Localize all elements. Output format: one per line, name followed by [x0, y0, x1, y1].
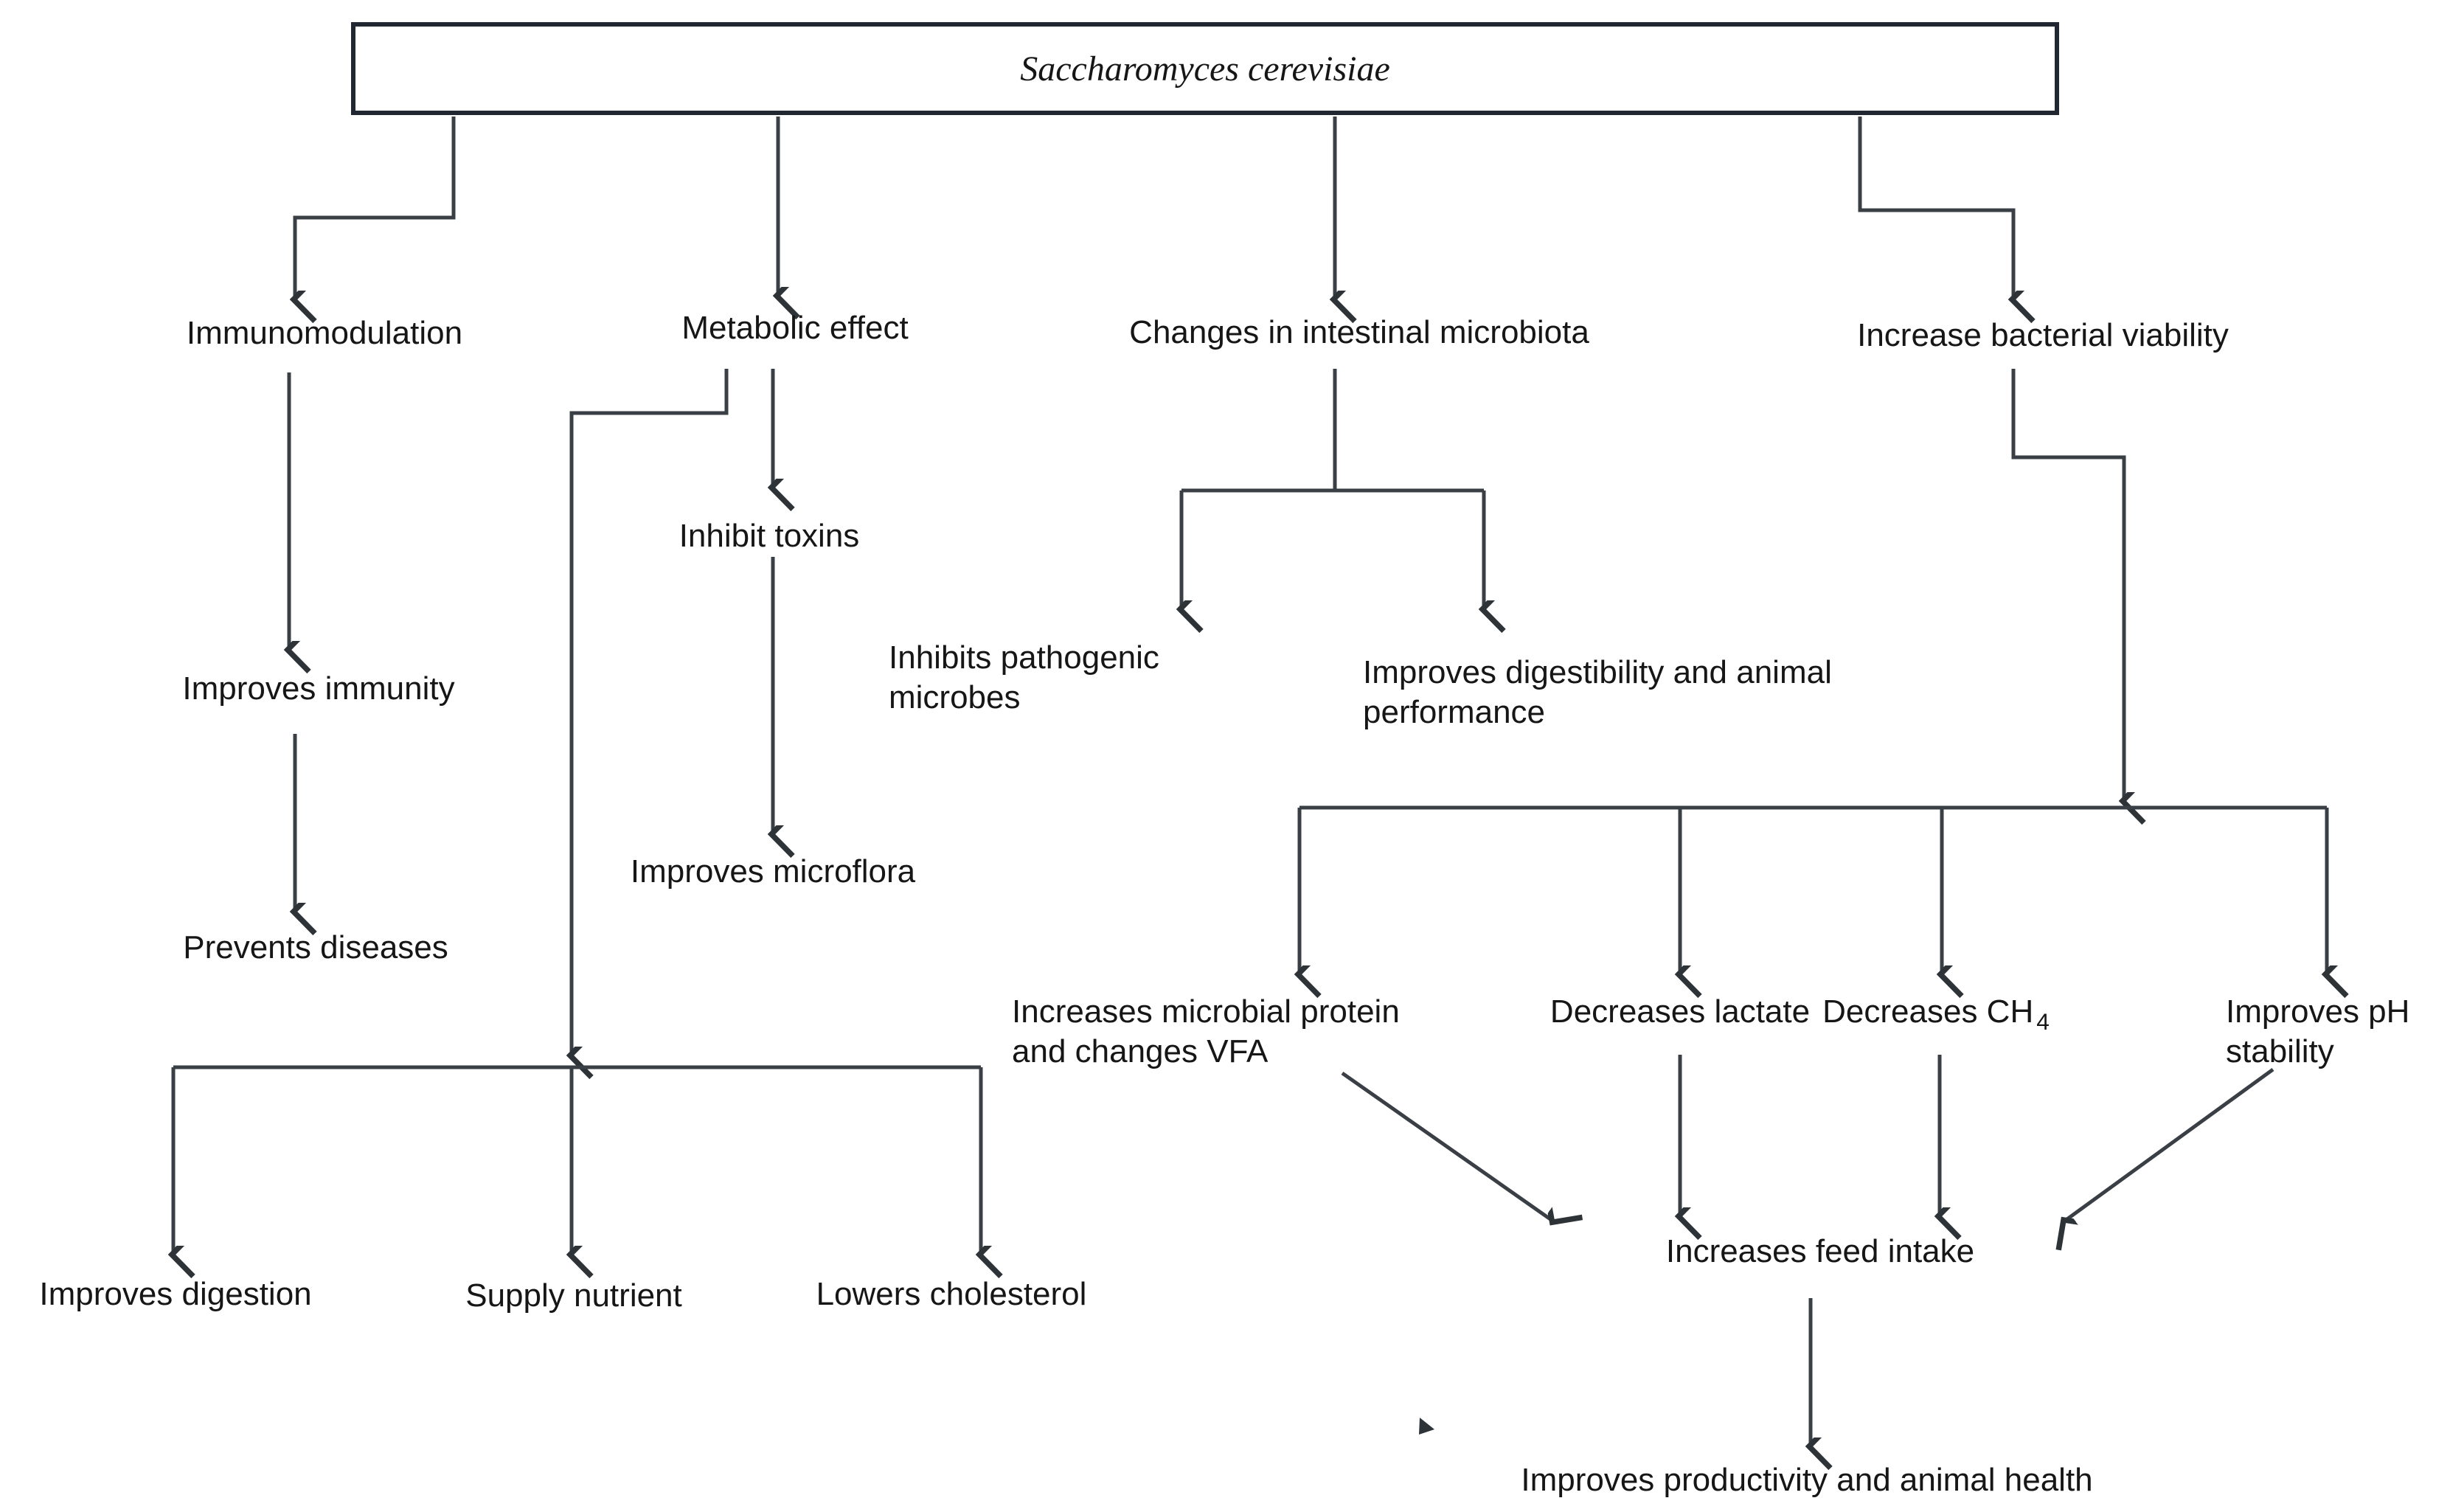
node-inhibit-toxins: Inhibit toxins — [679, 518, 860, 554]
root-node-label: Saccharomyces cerevisiae — [1020, 49, 1390, 89]
edge-microbial-protein-to-feed-intake — [1341, 1071, 1552, 1221]
edge-viability-to-right-manifold — [2011, 369, 2124, 800]
edge-root-to-immunomodulation — [295, 117, 456, 299]
node-improves-digestion: Improves digestion — [39, 1276, 312, 1312]
node-decreases-ch4-subscript: 4 — [2036, 1008, 2050, 1035]
node-inhibits-pathogenic-microbes: Inhibits pathogenic microbes — [889, 639, 1159, 715]
node-improves-ph-stability: Improves pH stability — [2226, 993, 2410, 1069]
node-immunomodulation: Immunomodulation — [186, 315, 463, 351]
edge-root-to-viability — [1858, 117, 2013, 299]
node-improves-productivity: Improves productivity and animal health — [1521, 1462, 2093, 1498]
node-improves-digestibility: Improves digestibility and animal perfor… — [1363, 654, 1832, 730]
node-supply-nutrient: Supply nutrient — [465, 1277, 682, 1314]
node-decreases-ch4-label: Decreases CH — [1822, 993, 2034, 1030]
node-improves-microflora: Improves microflora — [630, 853, 916, 889]
node-increase-viability: Increase bacterial viability — [1857, 317, 2229, 353]
node-metabolic-effect: Metabolic effect — [681, 310, 909, 346]
node-changes-microbiota: Changes in intestinal microbiota — [1129, 314, 1589, 350]
node-lowers-cholesterol: Lowers cholesterol — [816, 1276, 1087, 1312]
stray-arrowhead-artifact — [1419, 1418, 1434, 1435]
node-increases-microbial-protein: Increases microbial protein and changes … — [1012, 993, 1400, 1069]
node-prevents-diseases: Prevents diseases — [183, 929, 448, 965]
edge-ph-to-feed-intake — [2065, 1067, 2274, 1221]
node-decreases-lactate: Decreases lactate — [1550, 993, 1811, 1030]
node-improves-immunity: Improves immunity — [182, 670, 455, 707]
root-node-box: Saccharomyces cerevisiae — [351, 22, 2059, 115]
edge-metabolic-to-bottom-manifold — [572, 369, 729, 1055]
node-increases-feed-intake: Increases feed intake — [1665, 1233, 1975, 1269]
